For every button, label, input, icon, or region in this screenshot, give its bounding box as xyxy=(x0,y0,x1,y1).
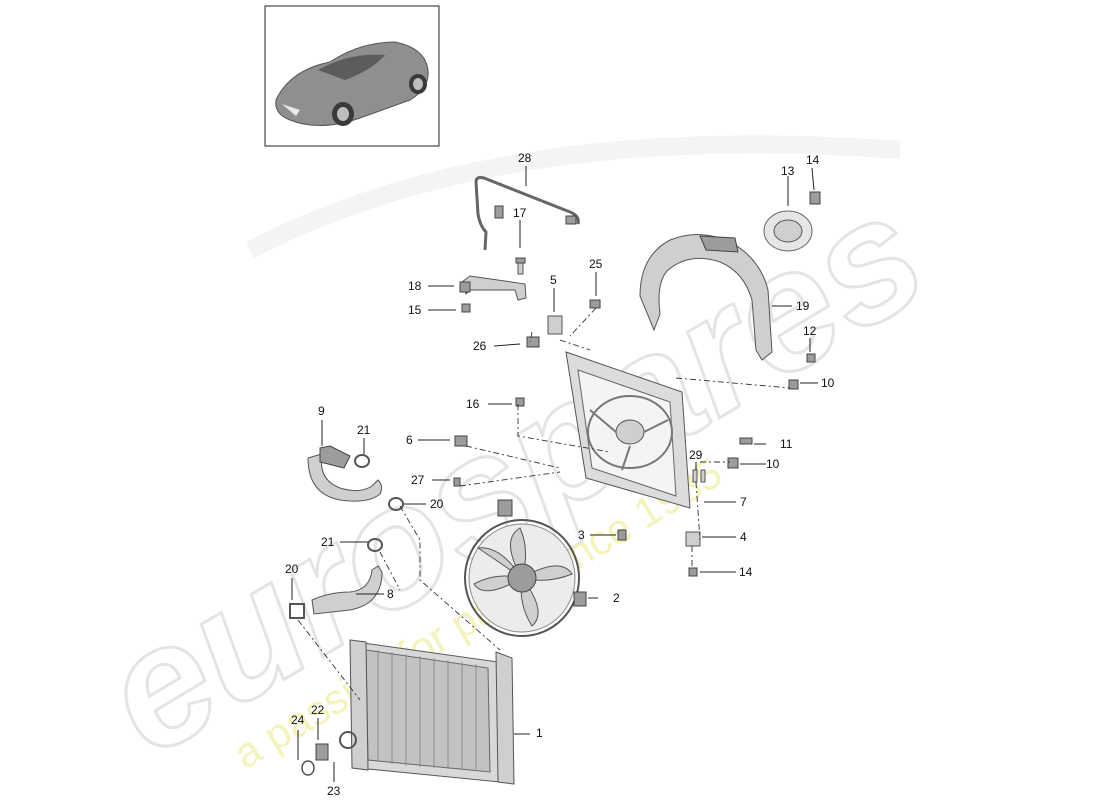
callout-7: 7 xyxy=(740,495,747,509)
assembly-lines xyxy=(297,307,791,701)
callout-21a: 21 xyxy=(357,423,371,437)
callout-17: 17 xyxy=(513,206,527,220)
callout-11: 11 xyxy=(780,437,793,451)
callout-19: 19 xyxy=(796,299,810,313)
bracket-18[interactable] xyxy=(459,257,527,313)
radiator-icon[interactable] xyxy=(301,639,515,785)
lower-hose-icon[interactable] xyxy=(289,538,383,619)
callout-10a: 10 xyxy=(821,376,835,390)
callout-24: 24 xyxy=(291,713,305,727)
air-duct-icon[interactable] xyxy=(639,234,773,361)
callout-15: 15 xyxy=(408,303,422,317)
callout-4: 4 xyxy=(740,530,747,544)
leader-lines xyxy=(291,166,818,782)
callout-28: 28 xyxy=(518,151,532,165)
callout-6: 6 xyxy=(406,433,413,447)
callout-26: 26 xyxy=(473,339,487,353)
callout-5: 5 xyxy=(550,273,557,287)
callout-18: 18 xyxy=(408,279,422,293)
car-icon xyxy=(275,41,429,127)
callout-9: 9 xyxy=(318,404,325,418)
callout-21b: 21 xyxy=(321,535,335,549)
callout-14b: 14 xyxy=(739,565,753,579)
callout-25: 25 xyxy=(589,257,603,271)
callout-labels: 1 2 3 4 5 6 7 8 9 10 10 11 12 13 14 14 1… xyxy=(285,151,835,798)
callout-27: 27 xyxy=(411,473,425,487)
motor-cover-icon[interactable] xyxy=(763,191,821,252)
fan-icon[interactable] xyxy=(464,499,587,637)
pipe-icon[interactable] xyxy=(474,176,580,251)
hose-icon[interactable] xyxy=(307,445,404,511)
vehicle-thumbnail[interactable] xyxy=(264,5,440,147)
callout-12: 12 xyxy=(803,324,817,338)
callout-20b: 20 xyxy=(285,562,299,576)
callout-2: 2 xyxy=(613,591,620,605)
fan-shroud-icon[interactable] xyxy=(565,351,691,509)
callout-14a: 14 xyxy=(806,153,820,167)
callout-1: 1 xyxy=(536,726,543,740)
callout-20a: 20 xyxy=(430,497,444,511)
callout-22: 22 xyxy=(311,703,325,717)
callout-29: 29 xyxy=(689,448,703,462)
callout-16: 16 xyxy=(466,397,480,411)
callout-8: 8 xyxy=(387,587,394,601)
callout-10b: 10 xyxy=(766,457,780,471)
fasteners[interactable] xyxy=(453,353,816,577)
callout-23: 23 xyxy=(327,784,341,798)
callout-13: 13 xyxy=(781,164,795,178)
callout-3: 3 xyxy=(578,528,585,542)
bracket-5[interactable] xyxy=(526,299,601,348)
